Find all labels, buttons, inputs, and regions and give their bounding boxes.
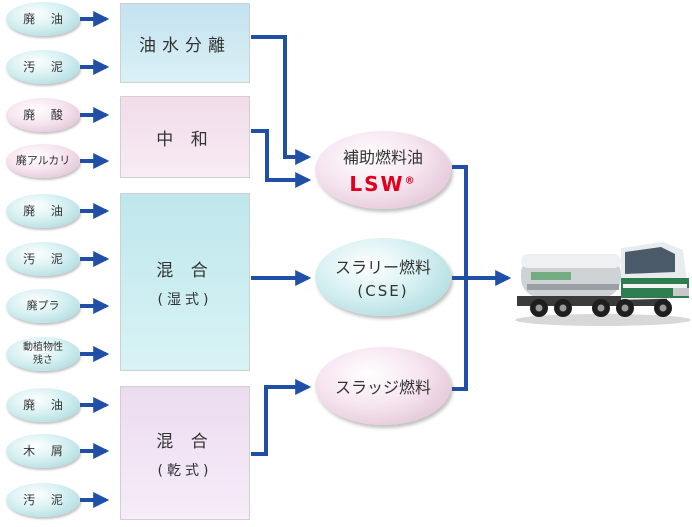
input-sludge: 汚 泥 [6, 483, 80, 517]
input-label: 廃 油 [23, 398, 69, 412]
product-title: スラッジ燃料 [334, 378, 431, 397]
product-title: 補助燃料油 [342, 148, 423, 167]
process-title: 混 合 [156, 260, 214, 281]
input-label-line1: 動植物性 [23, 341, 63, 353]
input-wood-chips: 木 屑 [6, 434, 80, 468]
input-label: 廃プラ [26, 299, 60, 312]
input-waste-oil: 廃 油 [6, 388, 80, 422]
process-title: 中 和 [156, 129, 214, 150]
arrow-drymix-to-sludge [251, 379, 312, 456]
product-auxiliary-fuel-oil: 補助燃料油 LSW® [315, 131, 451, 209]
input-waste-oil: 廃 油 [6, 2, 80, 36]
product-slurry-fuel: スラリー燃料 (CSE) [315, 238, 451, 316]
input-sludge: 汚 泥 [6, 50, 80, 84]
product-sludge-fuel: スラッジ燃料 [315, 347, 451, 425]
process-subtitle: (湿式) [157, 291, 213, 308]
input-label-line2: 残さ [33, 354, 53, 366]
brand-name: LSW [349, 172, 405, 196]
process-title: 混 合 [156, 431, 214, 452]
input-waste-alkali: 廃アルカリ [6, 144, 80, 178]
process-wet-mixing: 混 合 (湿式) [120, 193, 250, 371]
input-label: 廃 油 [23, 204, 69, 218]
input-plant-animal-residue: 動植物性 残さ [6, 337, 80, 371]
arrow-separation-to-lsw [251, 35, 312, 165]
input-sludge: 汚 泥 [6, 242, 80, 276]
tanker-truck-icon [515, 242, 691, 326]
input-label: 廃アルカリ [15, 154, 71, 167]
process-oil-water-separation: 油水分離 [120, 3, 250, 83]
input-label: 廃 油 [23, 12, 69, 26]
input-label: 汚 泥 [23, 493, 69, 507]
registered-mark: ® [404, 175, 417, 187]
lsw-brand: LSW® [349, 172, 416, 196]
arrow-neutralize-to-lsw [251, 129, 312, 188]
process-neutralization: 中 和 [120, 96, 250, 178]
product-subtitle: (CSE) [357, 282, 409, 300]
input-label: 木 屑 [23, 444, 69, 458]
product-title: スラリー燃料 [334, 258, 431, 277]
process-subtitle: (乾式) [157, 462, 213, 479]
process-dry-mixing: 混 合 (乾式) [120, 386, 250, 520]
input-waste-plastic: 廃プラ [6, 289, 80, 323]
input-label: 汚 泥 [23, 252, 69, 266]
input-label: 廃 酸 [23, 108, 69, 122]
input-waste-acid: 廃 酸 [6, 98, 80, 132]
process-title: 油水分離 [139, 35, 231, 56]
input-waste-oil: 廃 油 [6, 194, 80, 228]
input-label: 汚 泥 [23, 60, 69, 74]
